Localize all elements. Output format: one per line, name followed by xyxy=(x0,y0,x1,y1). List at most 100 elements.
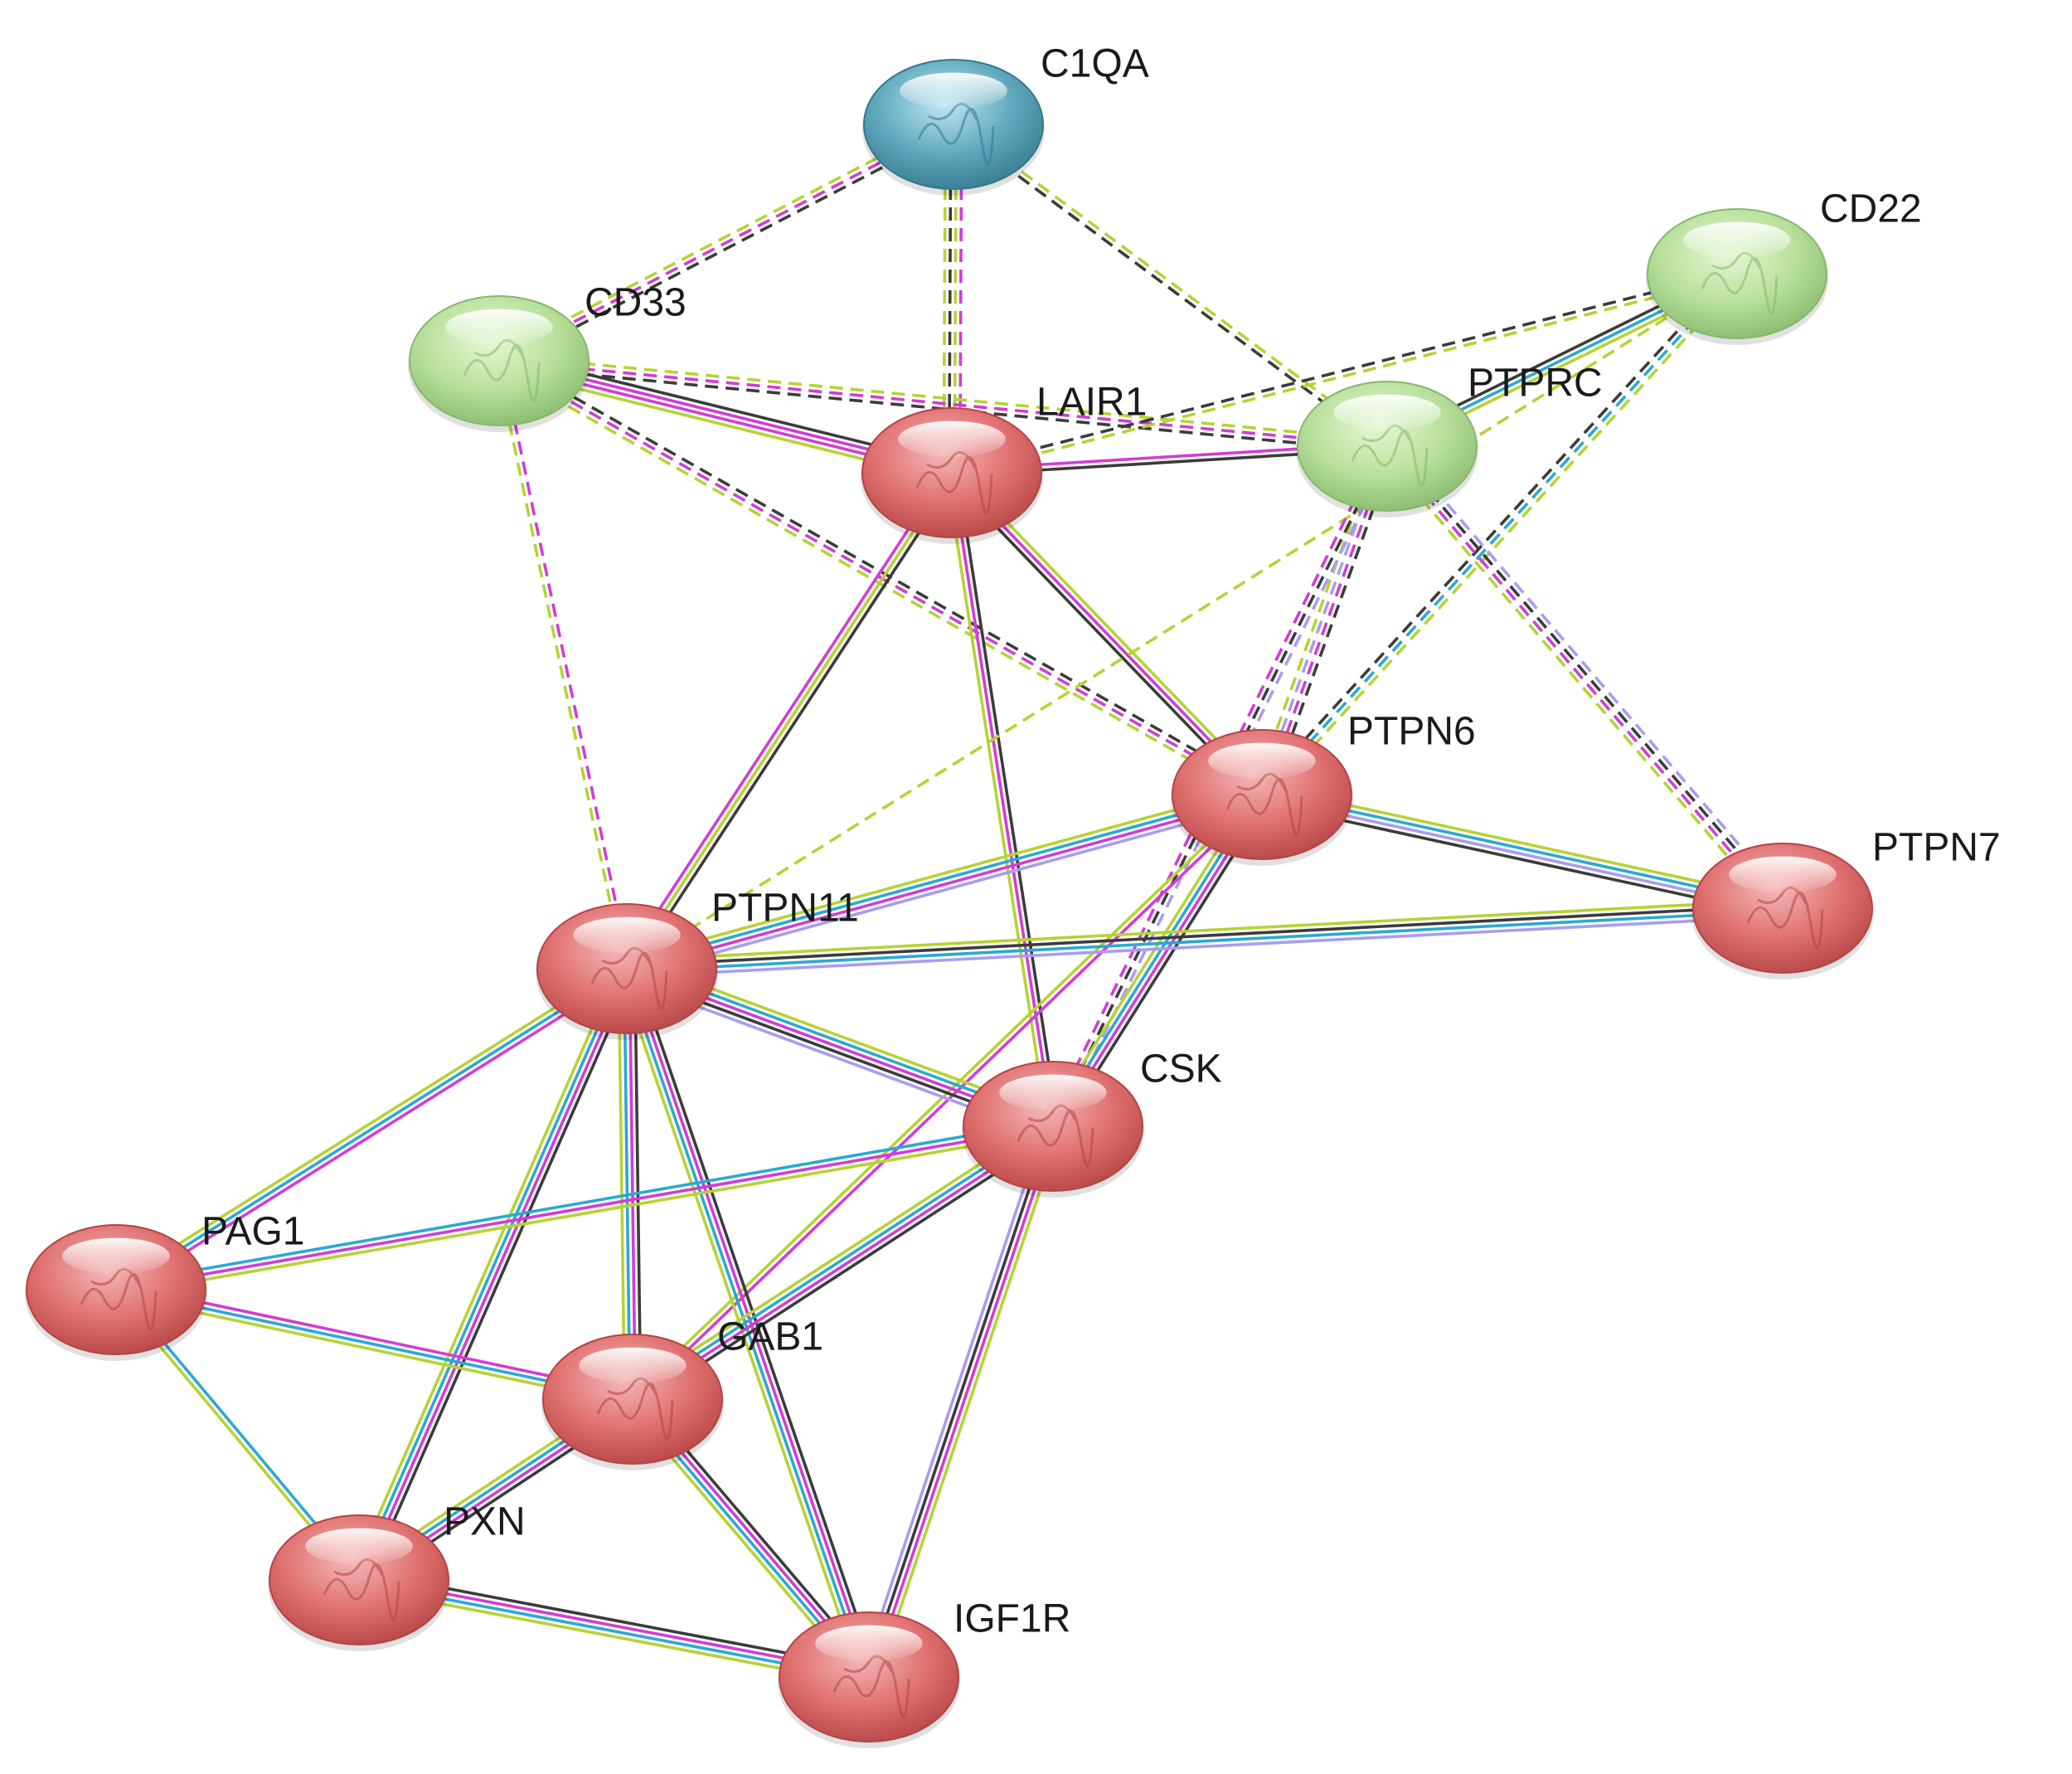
edge-line-magenta xyxy=(628,968,638,1399)
edge-line-lime xyxy=(875,1128,1062,1680)
node-ptpn11[interactable]: PTPN11 xyxy=(536,887,859,1040)
edge-line-cyan xyxy=(627,909,1783,974)
node-ptprc[interactable]: PTPRC xyxy=(1296,362,1603,518)
protein-structure-icon xyxy=(1746,886,1824,950)
protein-structure-icon xyxy=(463,338,541,402)
node-label: PAG1 xyxy=(201,1210,305,1254)
edge-line-black xyxy=(633,965,878,1675)
node-label: LAIR1 xyxy=(1036,381,1147,425)
protein-structure-icon xyxy=(1017,1104,1094,1168)
edge-line-lime xyxy=(496,118,952,357)
edge-csk-igf1r xyxy=(860,1123,1062,1680)
edge-line-black xyxy=(1388,443,1786,908)
node-highlight xyxy=(999,1074,1107,1111)
edge-line-cyan xyxy=(355,966,626,1580)
node-highlight xyxy=(1683,221,1791,259)
edge-c1qa-cd33 xyxy=(496,118,957,367)
edge-line-lavender xyxy=(628,800,1265,979)
node-highlight xyxy=(898,420,1006,458)
edge-ptpn11-pag1 xyxy=(112,962,631,1296)
edge-line-cyan xyxy=(625,790,1262,968)
node-ptpn6[interactable]: PTPN6 xyxy=(1171,710,1476,866)
edge-csk-gab1 xyxy=(627,1118,1059,1407)
node-lair1[interactable]: LAIR1 xyxy=(861,381,1147,544)
node-label: PTPN6 xyxy=(1347,710,1476,754)
node-highlight xyxy=(1729,856,1837,893)
edge-line-lavender xyxy=(627,914,1783,979)
edge-line-lime xyxy=(625,472,954,970)
edge-cd22-ptpn6 xyxy=(1256,269,1743,800)
protein-structure-icon xyxy=(590,946,668,1010)
edge-line-black xyxy=(626,903,1783,968)
edge-lair1-csk xyxy=(944,471,1060,1128)
edge-line-lime xyxy=(116,1130,1055,1297)
edge-line-cyan xyxy=(114,1119,1053,1286)
edge-line-magenta xyxy=(498,359,1263,796)
node-highlight xyxy=(305,1528,413,1565)
edge-line-magenta xyxy=(628,967,873,1677)
edge-line-black xyxy=(950,125,1387,450)
edge-line-cyan xyxy=(115,967,628,1291)
node-igf1r[interactable]: IGF1R xyxy=(778,1597,1070,1748)
edge-line-lime xyxy=(1380,450,1778,915)
edge-line-magenta xyxy=(498,359,1388,448)
edge-line-cyan xyxy=(630,1122,1053,1398)
node-label: CD22 xyxy=(1820,187,1922,231)
edge-line-magenta xyxy=(870,1126,1057,1679)
edge-line-lime xyxy=(954,120,1390,445)
edge-ptpn11-gab1 xyxy=(617,968,643,1400)
edge-cd33-ptpn6 xyxy=(495,354,1266,801)
edge-line-black xyxy=(501,128,957,367)
node-highlight xyxy=(573,916,681,954)
edge-line-lime xyxy=(944,473,1050,1128)
edge-line-black xyxy=(636,1131,1059,1407)
node-cd22[interactable]: CD22 xyxy=(1646,187,1922,345)
node-highlight xyxy=(815,1625,923,1662)
edge-line-magenta xyxy=(1384,446,1782,911)
edge-cd33-ptpn11 xyxy=(495,359,631,970)
node-highlight xyxy=(900,72,1007,109)
protein-structure-icon xyxy=(596,1377,674,1441)
node-label: PTPN11 xyxy=(711,887,859,931)
edge-layer xyxy=(112,118,1790,1687)
edge-line-black xyxy=(365,971,636,1584)
node-csk[interactable]: CSK xyxy=(962,1047,1222,1198)
node-cd33[interactable]: CD33 xyxy=(408,281,687,432)
edge-cd22-lair1 xyxy=(950,270,1739,477)
node-gab1[interactable]: GAB1 xyxy=(541,1315,823,1470)
edge-line-lime xyxy=(626,898,1783,963)
node-label: PTPN7 xyxy=(1872,826,2001,870)
node-label: IGF1R xyxy=(954,1597,1070,1641)
edge-line-lime xyxy=(350,965,621,1577)
protein-structure-icon xyxy=(80,1267,158,1331)
protein-structure-icon xyxy=(1225,772,1303,836)
edge-line-lime xyxy=(499,353,1388,443)
edge-line-magenta xyxy=(621,469,949,967)
node-label: CD33 xyxy=(585,281,687,325)
node-pag1[interactable]: PAG1 xyxy=(25,1210,305,1361)
protein-structure-icon xyxy=(917,102,995,166)
node-label: PXN xyxy=(444,1500,526,1544)
edge-line-magenta xyxy=(360,969,631,1582)
edge-ptprc-ptpn7 xyxy=(1380,440,1790,915)
edge-cd22-ptpn11 xyxy=(626,272,1738,970)
edge-ptpn6-ptpn11 xyxy=(624,785,1265,979)
edge-c1qa-ptprc xyxy=(950,120,1390,450)
node-label: PTPRC xyxy=(1468,362,1603,406)
edge-line-lime xyxy=(495,361,626,970)
node-c1qa[interactable]: C1QA xyxy=(862,42,1149,196)
edge-line-black xyxy=(865,1125,1052,1677)
edge-line-lime xyxy=(617,969,627,1400)
edge-line-lime xyxy=(495,364,1260,801)
node-ptpn7[interactable]: PTPN7 xyxy=(1691,826,2001,979)
edge-line-magenta xyxy=(118,971,631,1296)
protein-structure-icon xyxy=(1351,424,1429,488)
edge-line-lime xyxy=(952,275,1739,477)
edge-line-magenta xyxy=(950,472,1055,1127)
edge-line-magenta xyxy=(500,359,631,969)
edge-line-cyan xyxy=(1260,272,1739,796)
node-pxn[interactable]: PXN xyxy=(268,1500,526,1651)
edge-line-black xyxy=(633,968,643,1399)
